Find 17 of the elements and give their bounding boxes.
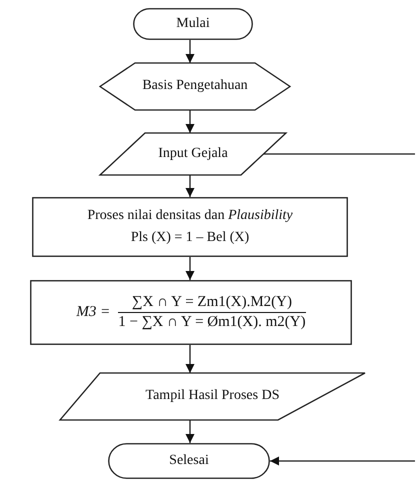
node-label: Mulai (176, 16, 210, 32)
formula-text: Pls (X) = 1 – Bel (X) (130, 230, 250, 246)
node-label: Tampil Hasil Proses DS (146, 388, 280, 405)
arrow (185, 257, 195, 280)
arrow (185, 175, 195, 197)
arrow (185, 40, 195, 63)
node-label: Input Gejala (158, 146, 228, 162)
formula-numerator: ∑X ∩ Y = Zm1(X).M2(Y) (132, 294, 292, 311)
formula-denominator: 1 − ∑X ∩ Y = Øm1(X). m2(Y) (118, 314, 306, 332)
formula-text: M3 = (76, 304, 110, 322)
node-label: Basis Pengetahuan (142, 78, 248, 95)
arrow (270, 456, 415, 466)
node-label: Proses nilai densitas dan Plausibility (87, 208, 293, 224)
arrow (185, 345, 195, 373)
arrow (185, 110, 195, 133)
arrow (185, 420, 195, 443)
node-label: Selesai (169, 452, 209, 470)
